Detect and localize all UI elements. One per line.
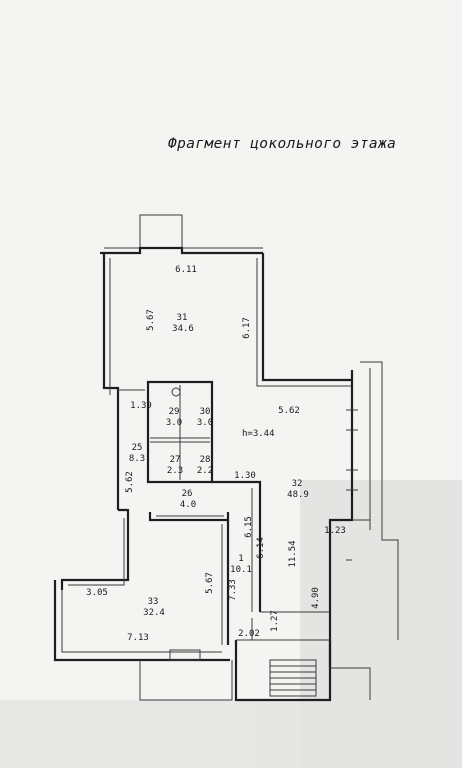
room-31-area: 34.6 [172,324,194,334]
room-30-number: 30 [200,407,211,417]
dimension-label: 6.17 [242,317,252,339]
dimension-label: 5.67 [205,572,215,594]
room-33-number: 33 [148,597,159,607]
room-33-area: 32.4 [143,608,165,618]
dimension-label: 7.13 [127,633,149,643]
room-25-area: 8.3 [129,454,145,464]
room-29-area: 3.0 [166,418,182,428]
dimension-label: 6.11 [175,265,197,275]
room-30-area: 3.0 [197,418,213,428]
room-1-area: 10.1 [230,565,252,575]
height-note: h=3.44 [242,429,275,439]
room-31-number: 31 [177,313,188,323]
room-27-area: 2.3 [167,466,183,476]
walls [53,214,399,702]
room-labels: 31 34.6 29 3.0 30 3.0 27 2.3 28 2.2 25 8… [129,313,309,618]
room-32-number: 32 [292,479,303,489]
dimension-label: 7.33 [228,579,238,601]
dimension-label: 1.30 [234,471,256,481]
room-26-number: 26 [182,489,193,499]
room-28-number: 28 [200,455,211,465]
room-29-number: 29 [169,407,180,417]
page-title: Фрагмент цокольного этажа [168,136,397,152]
dimension-label: 6.14 [256,537,266,559]
dimension-label: 3.05 [86,588,108,598]
scan-noise [0,480,462,768]
dimension-label: 6.15 [244,516,254,538]
dimension-label: 1.23 [324,526,346,536]
room-1-number: 1 [238,554,243,564]
dimension-labels: 6.11 5.67 6.17 1.39 5.62 5.62 1.30 6.15 … [86,265,346,643]
dimension-label: 1.39 [130,401,152,411]
dimension-label: 5.67 [146,309,156,331]
dimension-label: 11.54 [288,540,298,567]
dimension-label: 1.27 [270,610,280,632]
stair-treads [269,659,317,697]
dimension-label: 5.62 [125,471,135,493]
room-28-area: 2.2 [197,466,213,476]
room-32-area: 48.9 [287,490,309,500]
dimension-label: 2.02 [238,629,260,639]
room-26-area: 4.0 [180,500,196,510]
dimension-label: 4.90 [311,587,321,609]
room-27-number: 27 [170,455,181,465]
dimension-label: 5.62 [278,406,300,416]
room-25-number: 25 [132,443,143,453]
